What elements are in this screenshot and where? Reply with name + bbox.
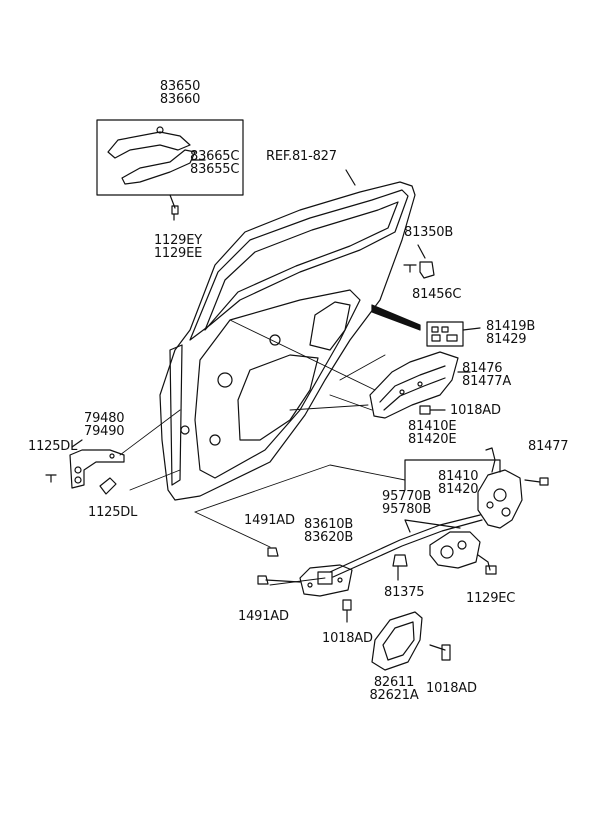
label-module-1: 81419B <box>486 319 536 334</box>
label-checker-bolt-top: 1125DL <box>28 439 78 454</box>
door-hinge-bolt <box>180 425 190 435</box>
checker-guide-2 <box>129 469 181 491</box>
label-handle-cover: 83650 83660 <box>150 80 210 106</box>
latch-assembly <box>404 447 549 529</box>
door-frame <box>159 169 416 501</box>
label-latch-1: 81410 <box>438 469 479 484</box>
door-guide-2 <box>289 404 369 411</box>
rods <box>329 514 483 578</box>
label-actuator-bolt: 1129EC <box>466 591 516 606</box>
label-inner-handle-2: 83620B <box>304 530 354 545</box>
inner-panel-81476 <box>369 351 471 419</box>
label-panel-2: 81477A <box>462 374 512 389</box>
outside-handle-group <box>96 119 244 221</box>
projection-lines <box>119 307 421 586</box>
label-latch: 81410 81420 <box>438 469 479 497</box>
door-panel-cutout-2 <box>309 301 351 351</box>
label-cover-handle: 82611 82621A <box>364 676 424 702</box>
cover-bolt <box>171 205 179 221</box>
label-cover-sub-2: 83655C <box>190 162 240 177</box>
door-hole <box>217 372 233 388</box>
label-clip-81456c: 81456C <box>412 287 462 302</box>
label-latch-assy-2: 81420E <box>408 432 457 447</box>
door-checker <box>45 439 125 495</box>
lower-guide-left <box>194 511 271 548</box>
handle-base-part <box>121 149 196 185</box>
clip-81375 <box>392 554 408 581</box>
label-checker-1: 79480 <box>84 411 125 426</box>
label-inner-handle: 83610B 83620B <box>304 518 353 544</box>
label-checker-bolt-bottom: 1125DL <box>88 505 138 520</box>
checker-guide <box>119 409 181 456</box>
label-panel-1: 81476 <box>462 361 503 376</box>
bolt-81350b <box>403 244 435 279</box>
inner-handle <box>257 547 353 623</box>
label-cover-bolt-1: 1129EY <box>153 233 203 248</box>
label-panel: 81476 81477A <box>462 362 511 388</box>
label-rod-2: 95780B <box>382 502 432 517</box>
label-bolt-81350b: 81350B <box>404 225 454 240</box>
label-checker: 79480 79490 <box>84 411 125 439</box>
label-ref: REF.81-827 <box>266 149 337 164</box>
label-cover-sub: 83665C 83655C <box>190 150 239 176</box>
actuator <box>429 531 497 575</box>
label-handle-cover-1: 83650 <box>159 79 201 94</box>
module-strip <box>371 304 421 331</box>
module-81419b <box>426 321 481 347</box>
label-checker-2: 79490 <box>84 424 125 439</box>
door-ref-leader <box>345 169 356 186</box>
label-cover-handle-bolt: 1018AD <box>426 681 477 696</box>
label-rod: 95770B 95780B <box>382 490 431 516</box>
door-hole <box>269 334 281 346</box>
label-bolt-81477: 81477 <box>528 439 569 454</box>
label-panel-bolt: 1018AD <box>450 403 501 418</box>
handle-screw <box>156 126 164 134</box>
label-module-2: 81429 <box>486 332 527 347</box>
label-cover-bolt-2: 1129EE <box>153 246 203 261</box>
label-inner-handle-bolt-top: 1491AD <box>244 513 295 528</box>
label-module: 81419B 81429 <box>486 320 535 346</box>
door-hinge-edge <box>169 344 183 486</box>
panel-bolt <box>419 405 446 415</box>
door-frame-outer <box>159 181 416 501</box>
label-inner-handle-1: 83610B <box>304 517 354 532</box>
door-guide-1 <box>229 319 376 391</box>
label-latch-assy: 81410E 81420E <box>408 419 457 447</box>
label-inner-handle-bolt-bottom: 1018AD <box>322 631 373 646</box>
label-latch-assy-1: 81410E <box>408 419 457 434</box>
label-cover-handle-2: 82621A <box>369 688 419 703</box>
label-cover-bolt: 1129EY 1129EE <box>148 234 208 260</box>
door-hole <box>209 434 221 446</box>
latch-body <box>477 469 523 529</box>
door-panel-inner <box>194 289 361 479</box>
label-clip-81375: 81375 <box>384 585 425 600</box>
inner-handle-cover <box>371 611 451 671</box>
label-latch-2: 81420 <box>438 482 479 497</box>
panel-guide-2 <box>329 394 373 411</box>
label-handle-cover-2: 83660 <box>159 92 201 107</box>
handle-cover-part <box>107 131 191 159</box>
door-panel-cutout <box>237 354 319 441</box>
label-cover-handle-1: 82611 <box>373 675 415 690</box>
door-window-frame <box>189 189 409 341</box>
label-rod-1: 95770B <box>382 489 432 504</box>
label-cover-sub-1: 83665C <box>190 149 240 164</box>
door-window-inner <box>204 201 399 331</box>
latch-bracket-lines <box>404 459 501 491</box>
label-inner-handle-bolt-left: 1491AD <box>238 609 289 624</box>
lower-guide-right <box>194 464 406 513</box>
panel-guide-1 <box>339 354 386 381</box>
